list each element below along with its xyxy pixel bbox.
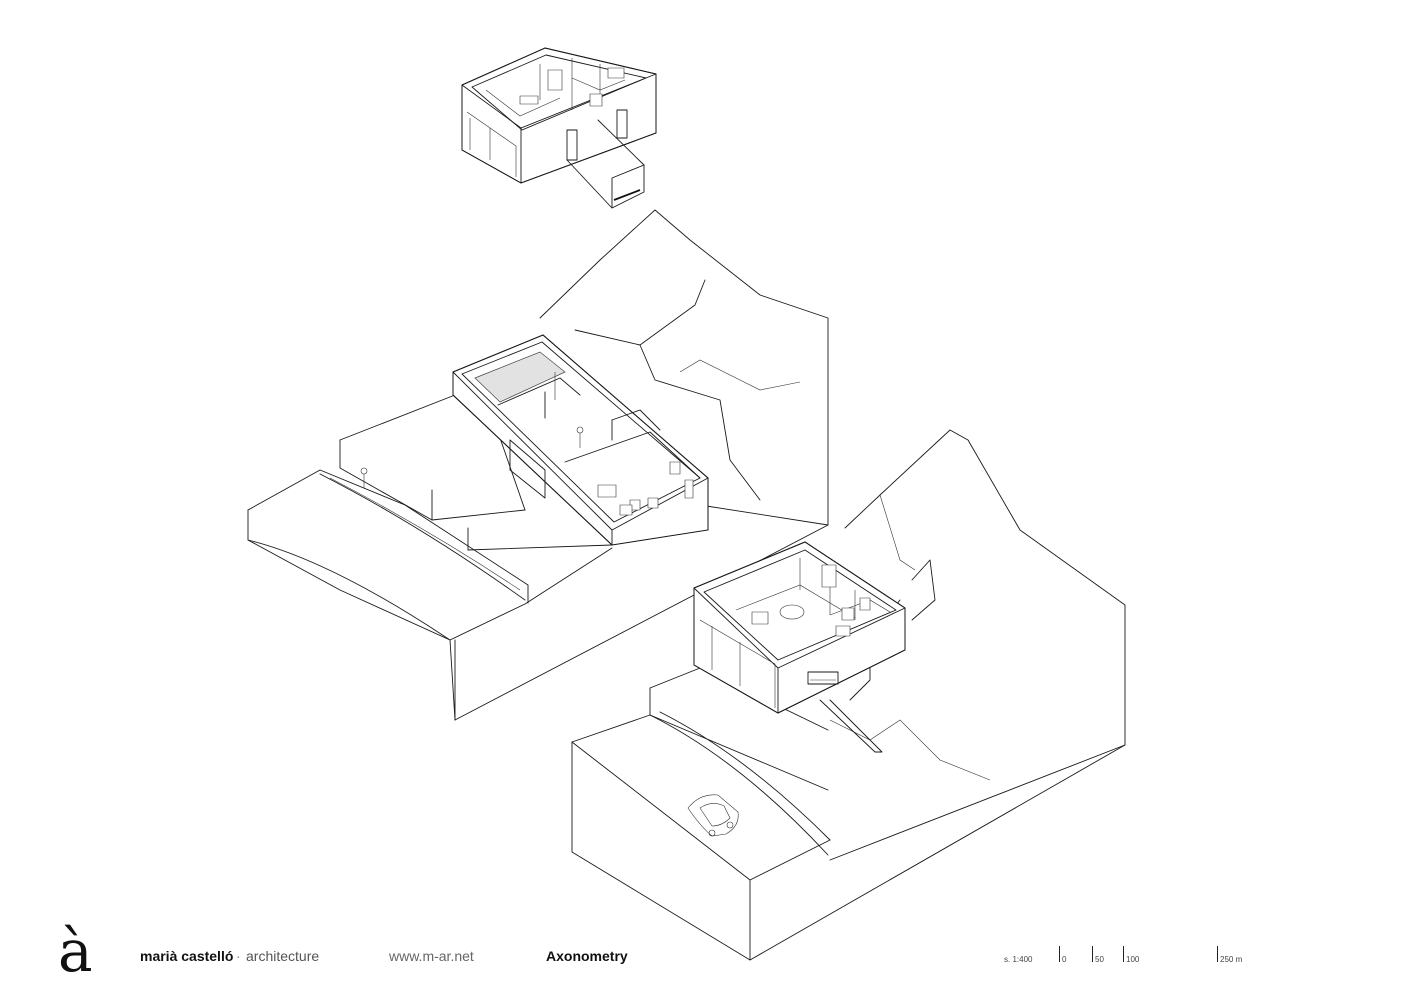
scale-tick-label-0: 0 [1062, 955, 1067, 964]
scale-tick-label-50: 50 [1095, 955, 1104, 964]
firm-name: marià castelló [140, 948, 234, 964]
hillside-site-right [572, 430, 1125, 960]
car [688, 795, 738, 836]
scale-tick-100 [1123, 946, 1124, 962]
scale-tick-0 [1059, 946, 1060, 962]
scale-tick-label-250: 250 m [1220, 955, 1243, 964]
scale-tick-50 [1092, 946, 1093, 962]
firm-logo: à [58, 917, 93, 985]
firm-discipline: architecture [246, 948, 320, 964]
floating-house-top [462, 48, 656, 208]
house-middle [453, 335, 708, 545]
person-figure-road [361, 468, 367, 488]
scale-label: s. 1:400 [1004, 955, 1033, 964]
hillside-site-middle [248, 210, 828, 720]
scale-tick-label-100: 100 [1126, 955, 1140, 964]
drawing-title: Axonometry [546, 948, 628, 964]
house-right [694, 542, 905, 752]
scale-tick-250 [1217, 946, 1218, 962]
website-link[interactable]: www.m-ar.net [389, 948, 474, 964]
title-separator: · [236, 948, 241, 964]
